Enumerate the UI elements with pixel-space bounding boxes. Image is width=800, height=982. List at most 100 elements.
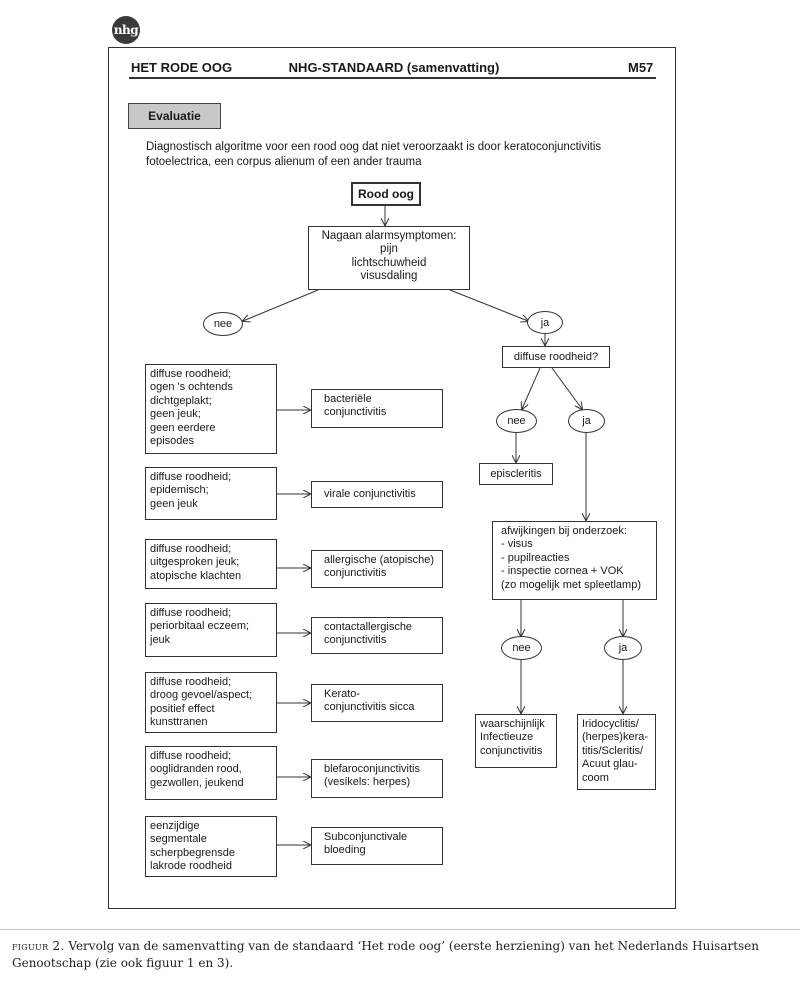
node-afwijkingen: afwijkingen bij onderzoek: - visus - pup… [492,521,657,600]
caption-text: Vervolg van de samenvatting van de stand… [12,939,760,970]
caption-label: figuur 2. [12,939,65,953]
diagnosis-line: conjunctivitis sicca [324,701,415,714]
symptom-line: episodes [150,435,195,448]
edge-alarm-ja [449,289,528,321]
symptoms-box-3: diffuse roodheid; uitgesproken jeuk; ato… [145,539,277,589]
symptom-line: kunsttranen [150,716,208,729]
node-episcleritis: episcleritis [479,463,553,485]
symptom-line: atopische klachten [150,569,242,582]
irido-line: (herpes)kera- [582,731,649,744]
diagnosis-line: Subconjunctivale [324,831,408,843]
diagnosis-line: virale conjunctivitis [324,488,416,500]
symptom-line: diffuse roodheid; [150,368,232,380]
node-waarschijnlijk: waarschijnlijk Infectieuze conjunctiviti… [475,714,557,768]
intro-text: Diagnostisch algoritme voor een rood oog… [146,141,602,168]
symptom-line: diffuse roodheid; [150,750,232,762]
edge-diffuse-ja [551,367,582,409]
diagnosis-line: conjunctivitis [324,567,387,580]
diagnosis-line: conjunctivitis [324,634,387,647]
symptom-line: geen eerdere [150,421,216,434]
header-left: HET RODE OOG [131,60,233,75]
diagnosis-line: (vesikels: herpes) [324,776,411,789]
afw-line: - inspectie cornea + VOK [501,565,624,578]
header-center: NHG-STANDAARD (samenvatting) [288,60,500,75]
symptom-line: gezwollen, jeukend [150,776,244,789]
symptom-line: segmentale [150,833,207,846]
alarm-line: visusdaling [360,270,418,283]
diagnosis-line: bacteriële [324,393,372,405]
diagnosis-line: allergische (atopische) [324,554,435,566]
waarschijnlijk-line: waarschijnlijk [480,718,545,730]
afw-line: - pupilreacties [501,551,570,564]
document-frame [108,47,676,909]
symptoms-box-7: eenzijdige segmentale scherpbegrensde la… [145,816,277,877]
node-iridocyclitis: Iridocyclitis/ (herpes)kera- titis/Scler… [577,714,656,790]
diagnosis-box-1: bacteriële conjunctivitis [311,389,443,428]
diagnosis-line: conjunctivitis [324,406,387,419]
symptoms-box-5: diffuse roodheid; droog gevoel/aspect; p… [145,672,277,733]
diagnosis-line: bloeding [324,844,366,857]
symptom-line: ooglidranden rood, [150,763,242,776]
oval-diffuse-ja: ja [568,409,605,433]
irido-line: coom [582,771,609,784]
node-diffuse-roodheid: diffuse roodheid? [502,346,610,368]
symptom-line: diffuse roodheid; [150,471,232,483]
edge-alarm-nee [243,289,319,321]
symptoms-box-6: diffuse roodheid; ooglidranden rood, gez… [145,746,277,800]
node-rood-oog: Rood oog [351,182,421,206]
symptoms-box-2: diffuse roodheid; epidemisch; geen jeuk [145,467,277,520]
diagnosis-line: contactallergische [324,621,413,633]
symptom-line: eenzijdige [150,820,200,832]
symptom-line: lakrode roodheid [150,860,232,873]
diagnosis-line: blefaroconjunctivitis [324,763,420,775]
symptoms-box-1: diffuse roodheid; ogen 's ochtends dicht… [145,364,277,454]
symptom-line: jeuk [150,633,171,646]
symptom-line: epidemisch; [150,484,209,497]
symptom-line: diffuse roodheid; [150,543,232,555]
afw-line: afwijkingen bij onderzoek: [501,525,627,537]
symptom-line: diffuse roodheid; [150,607,232,619]
header-rule [129,77,656,79]
header-right: M57 [628,60,654,75]
symptom-line: uitgesproken jeuk; [150,556,240,569]
symptom-line: geen jeuk; [150,408,201,421]
symptom-line: ogen 's ochtends [150,381,233,394]
oval-diffuse-nee: nee [496,409,537,433]
symptom-line: periorbitaal eczeem; [150,620,250,633]
waarschijnlijk-line: Infectieuze [480,731,534,744]
irido-line: titis/Scleritis/ [582,744,644,757]
edge-diffuse-nee [522,367,541,409]
symptom-line: dichtgeplakt; [150,394,212,407]
diagnosis-box-7: Subconjunctivale bloeding [311,827,443,865]
oval-afw-nee: nee [501,636,542,660]
symptom-line: geen jeuk [150,497,198,510]
symptoms-box-4: diffuse roodheid; periorbitaal eczeem; j… [145,603,277,657]
caption-rule [0,929,800,930]
section-title: Evaluatie [128,103,221,129]
diagnosis-line: Kerato- [324,688,361,700]
afw-line: - visus [501,538,533,551]
symptom-line: positief effect [150,702,215,715]
nhg-logo: nhg [112,16,140,44]
afw-line: (zo mogelijk met spleetlamp) [501,578,641,591]
alarm-line: pijn [380,243,398,256]
figure-caption: figuur 2. Vervolg van de samenvatting va… [12,938,794,972]
symptom-line: scherpbegrensde [150,846,236,859]
oval-alarm-ja: ja [527,311,563,334]
irido-line: Acuut glau- [582,758,638,771]
oval-afw-ja: ja [604,636,642,660]
diagnosis-box-3: allergische (atopische) conjunctivitis [311,550,443,588]
irido-line: Iridocyclitis/ [582,718,639,730]
oval-alarm-nee: nee [203,312,243,336]
waarschijnlijk-line: conjunctivitis [480,744,543,757]
alarm-line: lichtschuwheid [351,256,427,269]
diagnosis-box-2: virale conjunctivitis [311,481,443,508]
symptom-line: droog gevoel/aspect; [150,689,253,702]
diagnosis-box-4: contactallergische conjunctivitis [311,617,443,654]
alarm-line: Nagaan alarmsymptomen: [321,230,457,242]
node-alarmsymptomen: Nagaan alarmsymptomen: pijn lichtschuwhe… [308,226,470,290]
symptom-line: diffuse roodheid; [150,676,232,688]
diagnosis-box-6: blefaroconjunctivitis (vesikels: herpes) [311,759,443,798]
diagnosis-box-5: Kerato- conjunctivitis sicca [311,684,443,722]
